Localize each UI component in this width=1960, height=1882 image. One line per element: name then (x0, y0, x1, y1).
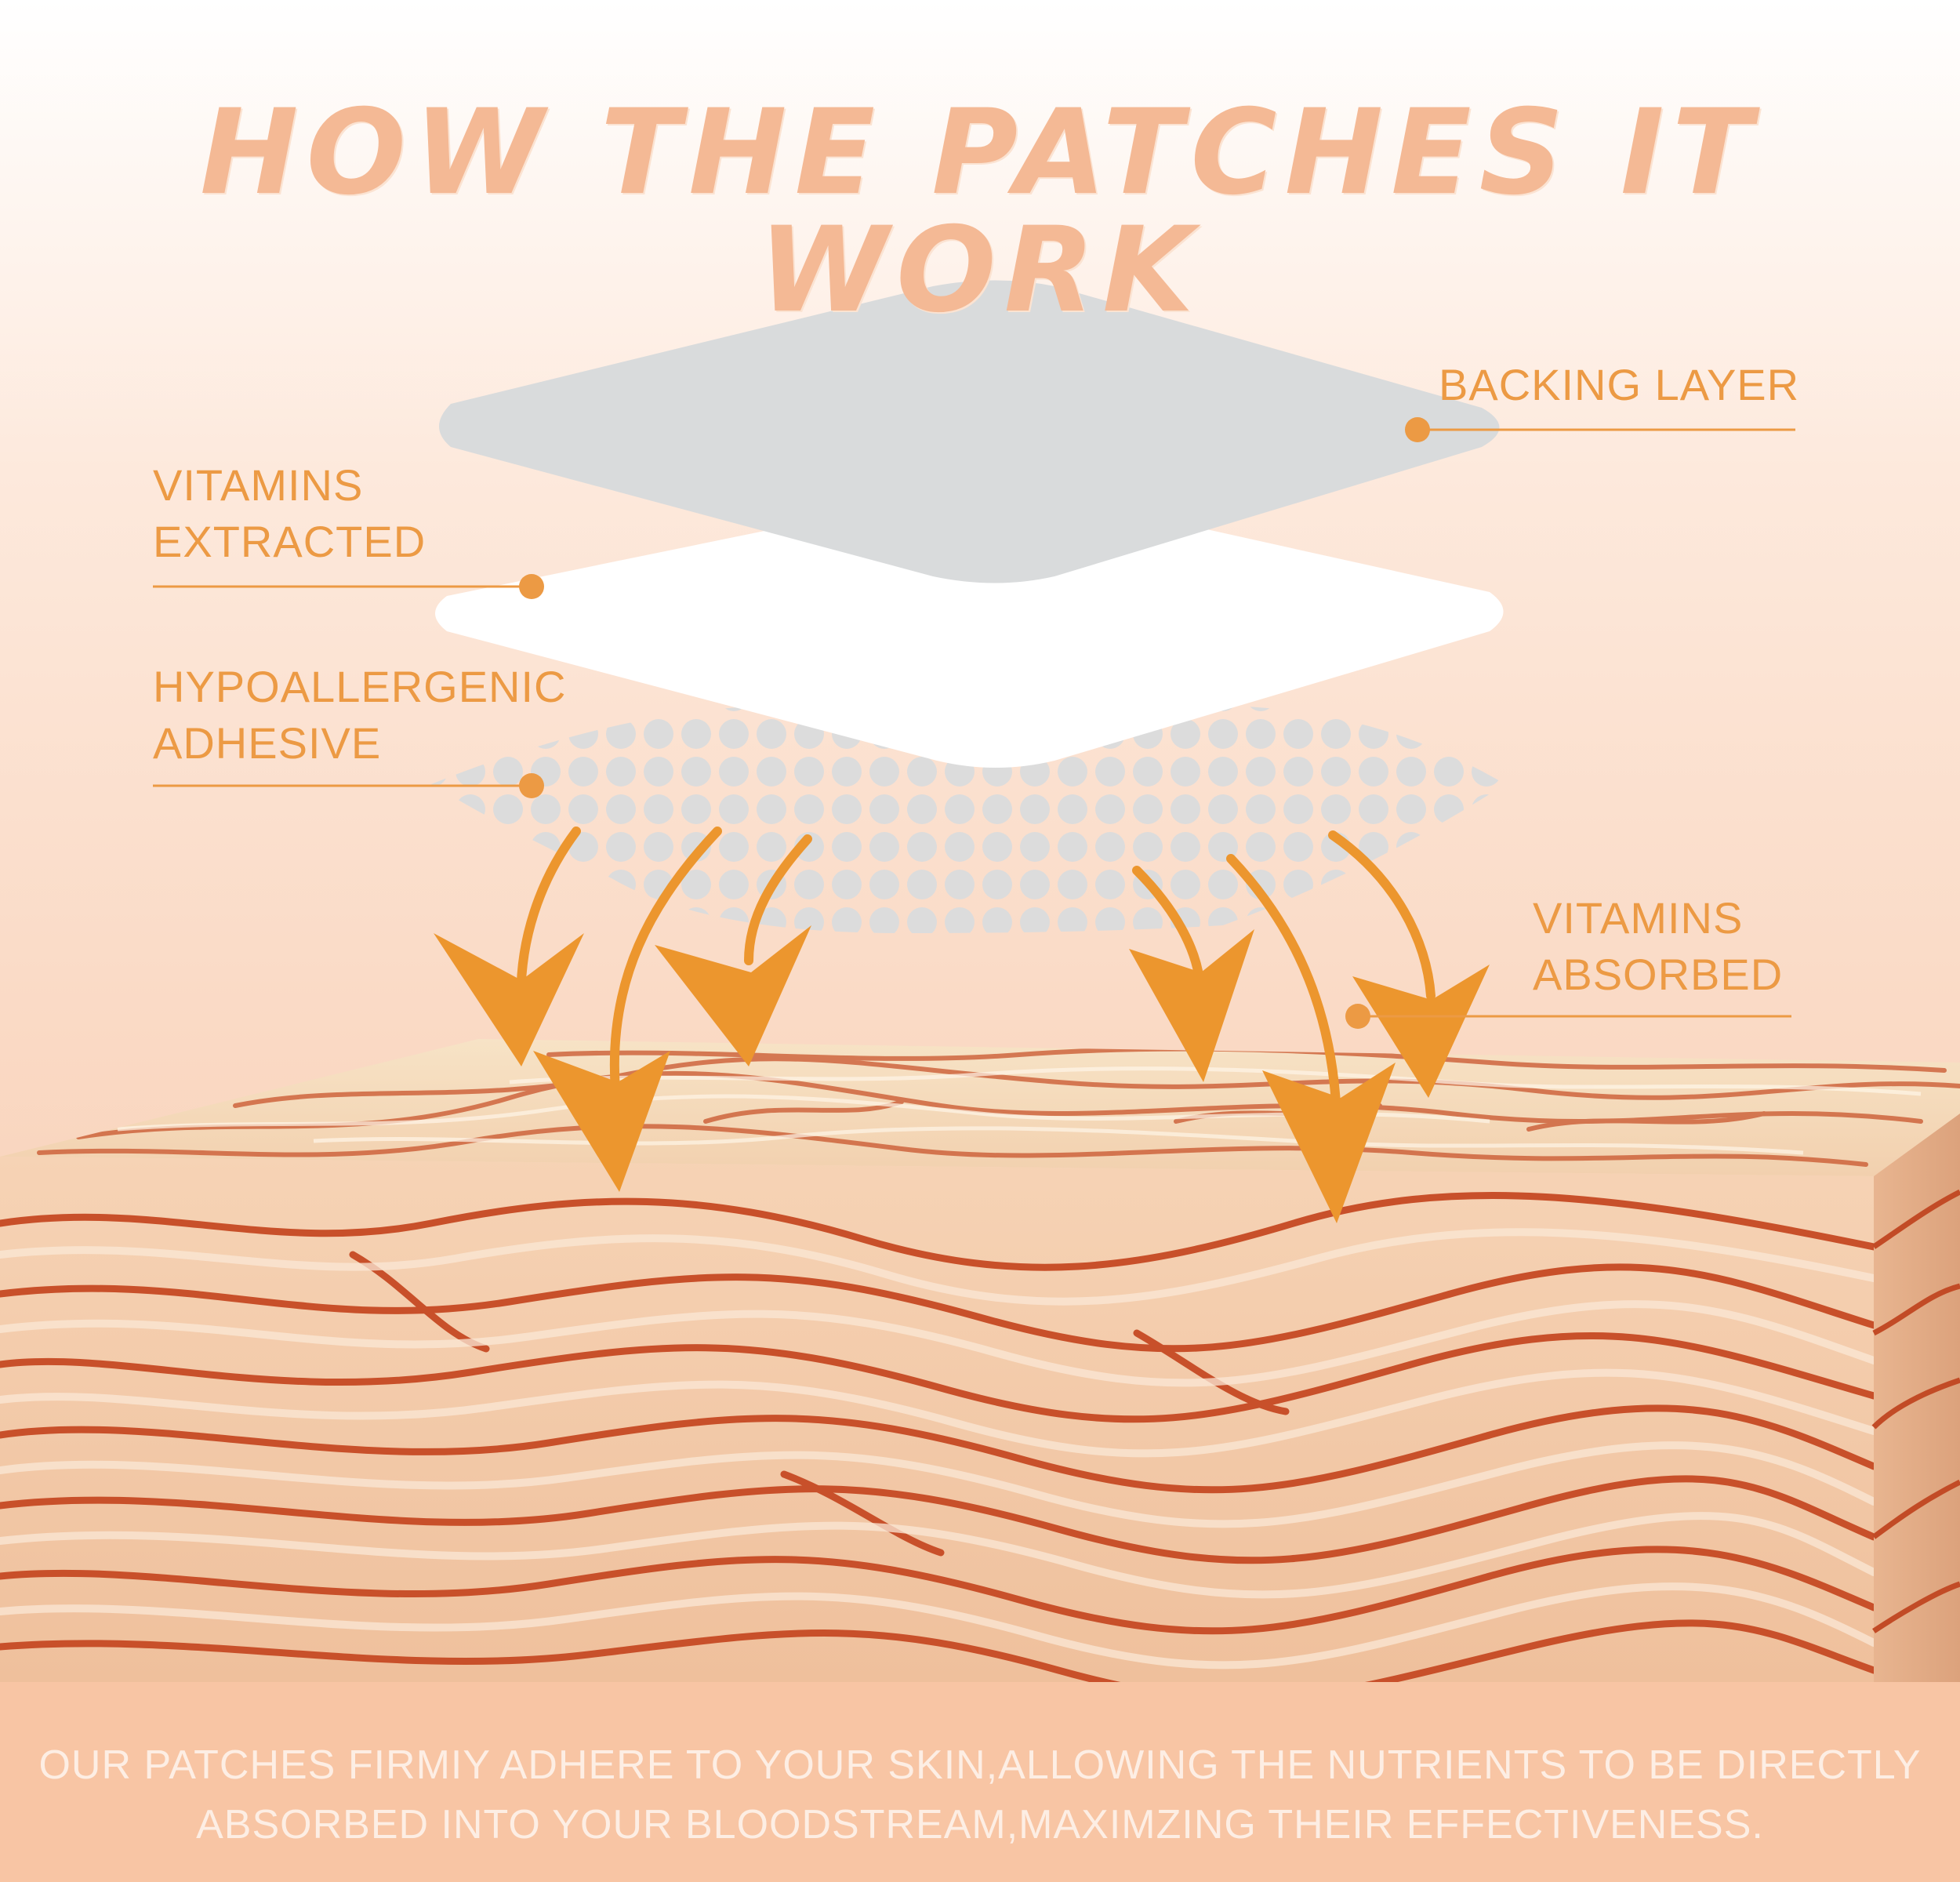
down-arrow-icon (609, 827, 722, 1095)
down-arrow-icon (1132, 866, 1204, 985)
down-arrow-icon (1328, 830, 1436, 1001)
label-pointers (153, 428, 1795, 1018)
pointer-dot-icon (1345, 1004, 1370, 1029)
arrow-heads (434, 925, 1490, 1223)
hypoallergenic-adhesive-layer (431, 706, 1505, 933)
label-vitamins-absorbed: VITAMINS ABSORBED (1533, 893, 1784, 999)
down-arrow-icon (744, 834, 812, 965)
label-vitamins-extracted: VITAMINS EXTRACTED (153, 460, 426, 566)
page-title: HOW THE PATCHES IT WORK (200, 85, 1760, 339)
pointer-dot-icon (1405, 417, 1430, 442)
down-arrow-icon (1226, 854, 1341, 1122)
label-hypoallergenic-adhesive: HYPOALLERGENIC ADHESIVE (153, 662, 567, 768)
pointer-dots (519, 417, 1430, 1029)
footer-band (0, 1682, 1960, 1882)
label-backing-layer: BACKING LAYER (1439, 360, 1800, 409)
skin-block (0, 1039, 1960, 1682)
skin-side-veins (1871, 1189, 1960, 1633)
skin-top-highlights (117, 1066, 1922, 1155)
skin-front-veins (0, 1192, 1874, 1682)
backing-layer (439, 280, 1500, 583)
vitamin-layer (435, 490, 1504, 768)
pointer-dot-icon (519, 574, 544, 599)
pointer-dot-icon (519, 773, 544, 798)
caption: OUR PATCHES FIRMIY ADHERE TO YOUR SKIN,A… (38, 1742, 1922, 1847)
skin-front-highlights (0, 1228, 1874, 1669)
